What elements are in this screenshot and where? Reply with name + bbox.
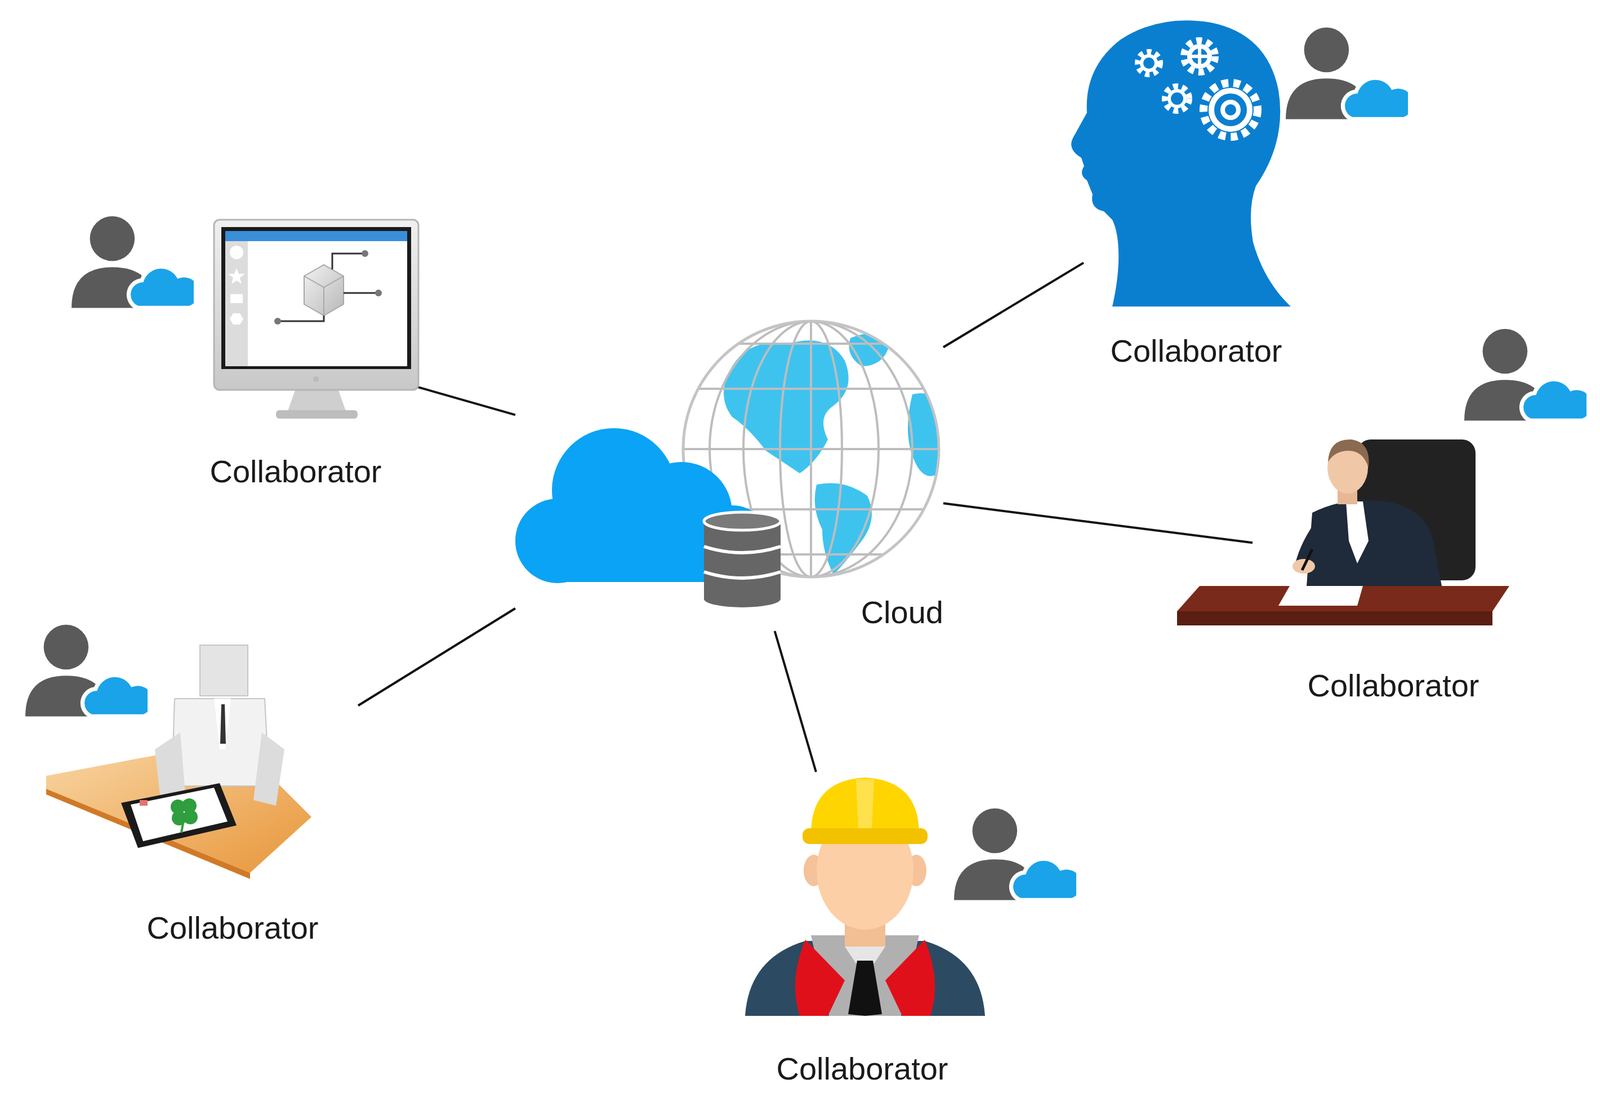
node-label: Collaborator — [146, 908, 319, 947]
connector-line — [774, 630, 817, 772]
user-badge — [25, 624, 155, 717]
head-illustration — [1071, 20, 1291, 307]
collaborator-node: Collaborator — [107, 619, 359, 947]
database-icon — [703, 511, 781, 608]
collaborator-node: Collaborator — [1083, 20, 1309, 370]
collaborator-node: Collaborator — [1252, 416, 1535, 704]
desk-worker-illustration — [46, 644, 312, 879]
node-label: Collaborator — [776, 1049, 948, 1087]
connector-line — [405, 383, 516, 416]
hardhat-worker-illustration — [745, 777, 986, 1016]
user-badge — [954, 808, 1084, 900]
user-badge — [71, 216, 202, 309]
connector-line — [358, 608, 516, 706]
monitor-illustration — [214, 219, 419, 419]
node-label: Collaborator — [1307, 666, 1479, 704]
connector-line — [943, 502, 1253, 543]
connector-stroke — [943, 502, 1253, 543]
connector-stroke — [405, 383, 516, 416]
collaborator-node: Collaborator — [185, 214, 406, 490]
node-label: Collaborator — [1110, 331, 1282, 370]
collaborator-node: Collaborator — [749, 771, 975, 1087]
user-badge — [1464, 328, 1594, 421]
connector-stroke — [358, 608, 516, 706]
connector-stroke — [774, 630, 817, 772]
user-badge — [1285, 27, 1416, 120]
cloud-node: Cloud — [515, 321, 944, 631]
connector-stroke — [943, 262, 1084, 347]
businessman-illustration — [1177, 439, 1510, 626]
node-label: Collaborator — [209, 452, 382, 490]
node-label: Cloud — [861, 593, 944, 631]
connector-line — [943, 262, 1084, 347]
